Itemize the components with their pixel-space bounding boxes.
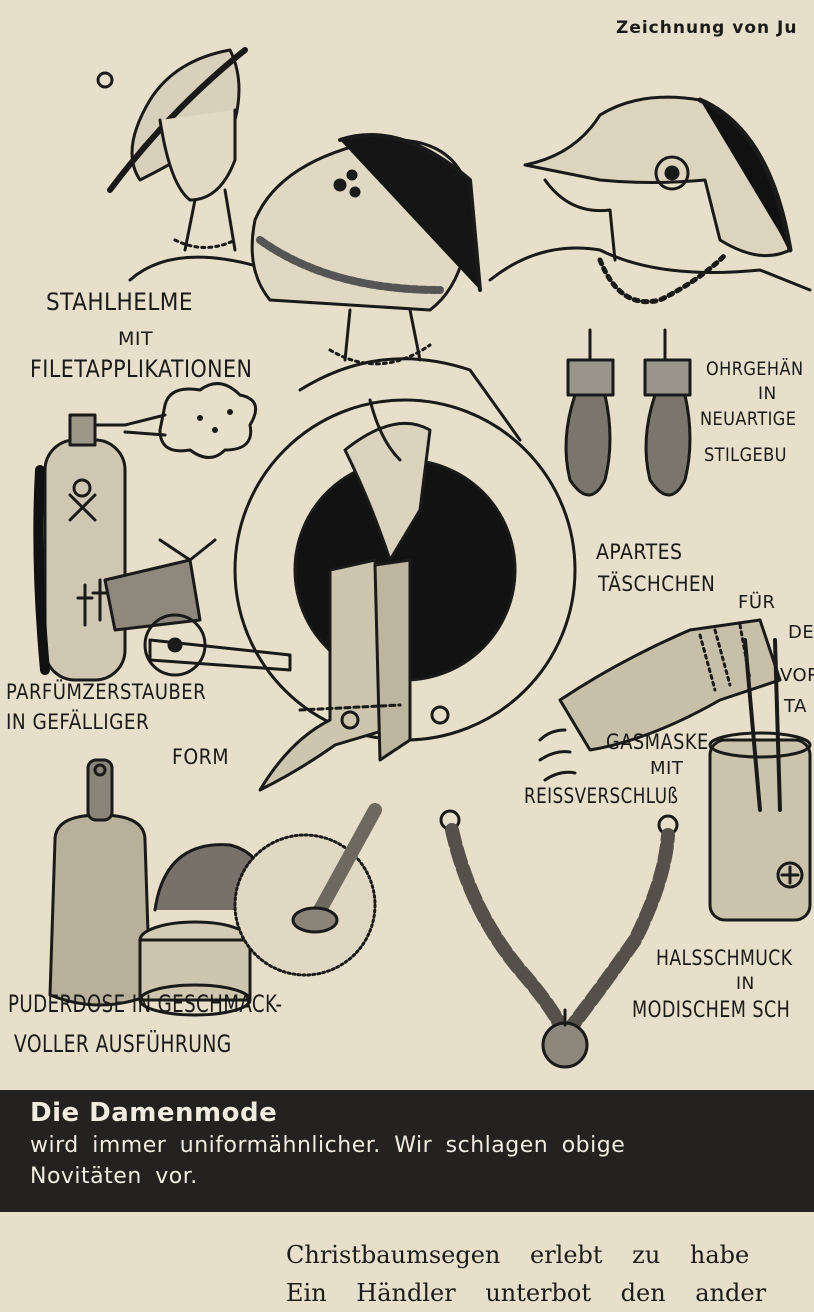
caption-title: Die Damenmode (30, 1098, 278, 1128)
caption-line-1: wird immer uniformähnlicher. Wir schlage… (30, 1133, 626, 1158)
label-puderdose-line2: VOLLER AUSFÜHRUNG (14, 1030, 232, 1058)
label-gasmaske-line3: REISSVERSCHLUß (524, 784, 679, 808)
label-puderdose-line1: PUDERDOSE IN GESCHMACK- (8, 990, 283, 1018)
body-text-line-1: Christbaumsegen erlebt zu habe (286, 1241, 750, 1269)
label-stahlhelme-line3: FILETAPPLIKATIONEN (30, 355, 253, 383)
article-body-text: Christbaumsegen erlebt zu habe Ein Händl… (286, 1236, 814, 1312)
label-ohrgehaenge-line3: NEUARTIGE (700, 408, 797, 430)
label-ohrgehaenge-line1: OHRGEHÄN (706, 358, 804, 380)
label-taeschchen-line5: VOR (780, 665, 814, 686)
label-ohrgehaenge-line2: IN (758, 384, 777, 404)
caption-box: Die Damenmode wird immer uniformähnliche… (0, 1090, 814, 1212)
spray-cloud (123, 382, 258, 459)
cannon (103, 538, 292, 677)
label-stahlhelme-line1: STAHLHELME (46, 288, 193, 316)
ammunition-necklace (439, 809, 679, 1069)
body-text-line-2: Ein Händler unterbot den ander (286, 1279, 767, 1307)
woman-with-soldier-helmet (488, 95, 812, 305)
label-halsschmuck-line2: IN (736, 974, 755, 994)
target-with-legs (233, 398, 577, 792)
caption-line-2: Novitäten vor. (30, 1164, 198, 1189)
label-parfuem-line3: FORM (172, 745, 229, 769)
label-ohrgehaenge-line4: STILGEBU (704, 444, 787, 466)
bomb-earrings (564, 328, 692, 497)
woman-with-helmet-hat (96, 47, 272, 282)
label-taeschchen-line1: APARTES (596, 540, 683, 564)
label-halsschmuck-line1: HALSSCHMUCK (656, 946, 793, 970)
label-taeschchen-line3: FÜR (738, 592, 776, 613)
label-taeschchen-line6: TA (784, 696, 807, 717)
label-parfuem-line1: PARFÜMZERSTAUBER (6, 680, 207, 704)
powder-box-with-grenade (48, 758, 382, 1017)
cartoon-illustration: STAHLHELME MIT FILETAPPLIKATIONEN OHRGEH… (0, 40, 814, 1090)
illustration-credit: Zeichnung von Ju (616, 18, 798, 38)
label-taeschchen-line2: TÄSCHCHEN (598, 572, 716, 596)
gas-mask-canister (708, 638, 812, 922)
woman-with-big-hat (250, 133, 522, 442)
gas-cylinder-perfume-sprayer (33, 413, 127, 682)
label-taeschchen-line4: DE (788, 622, 814, 643)
label-stahlhelme-line2: MIT (118, 328, 154, 350)
label-gasmaske-line2: MIT (650, 758, 684, 779)
label-gasmaske-line1: GASMASKE (606, 730, 709, 754)
label-parfuem-line2: IN GEFÄLLIGER (6, 710, 150, 734)
label-halsschmuck-line3: MODISCHEM SCH (632, 998, 791, 1023)
